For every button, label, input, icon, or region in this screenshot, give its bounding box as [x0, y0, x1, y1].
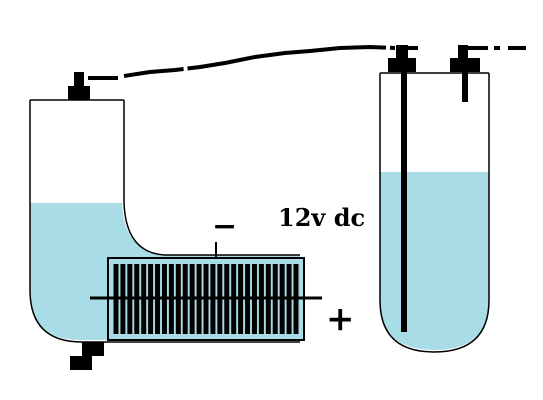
- right-vessel-liquid: [380, 172, 489, 350]
- negative-terminal-label: −: [212, 209, 237, 244]
- right-inlet-stopper-top: [396, 45, 408, 59]
- left-bottom-drain: [82, 342, 104, 356]
- left-top-stopper: [68, 86, 90, 100]
- voltage-label: 12v dc: [278, 203, 365, 232]
- positive-terminal-label: +: [326, 299, 355, 339]
- right-inlet-stopper: [388, 58, 416, 72]
- connecting-gas-tube: [88, 44, 396, 80]
- right-vessel: [379, 45, 526, 353]
- right-outlet-short-tube: [462, 72, 468, 102]
- left-bottom-drain-stem: [70, 356, 92, 370]
- right-outlet-stopper-top: [458, 45, 468, 59]
- electrode-stack: [90, 242, 322, 341]
- right-vessel-outline: [379, 73, 490, 353]
- right-dip-tube: [401, 72, 407, 332]
- left-top-stopper-nozzle: [74, 72, 84, 88]
- left-vessel-outline: [29, 100, 300, 343]
- right-outlet-stopper: [450, 58, 480, 72]
